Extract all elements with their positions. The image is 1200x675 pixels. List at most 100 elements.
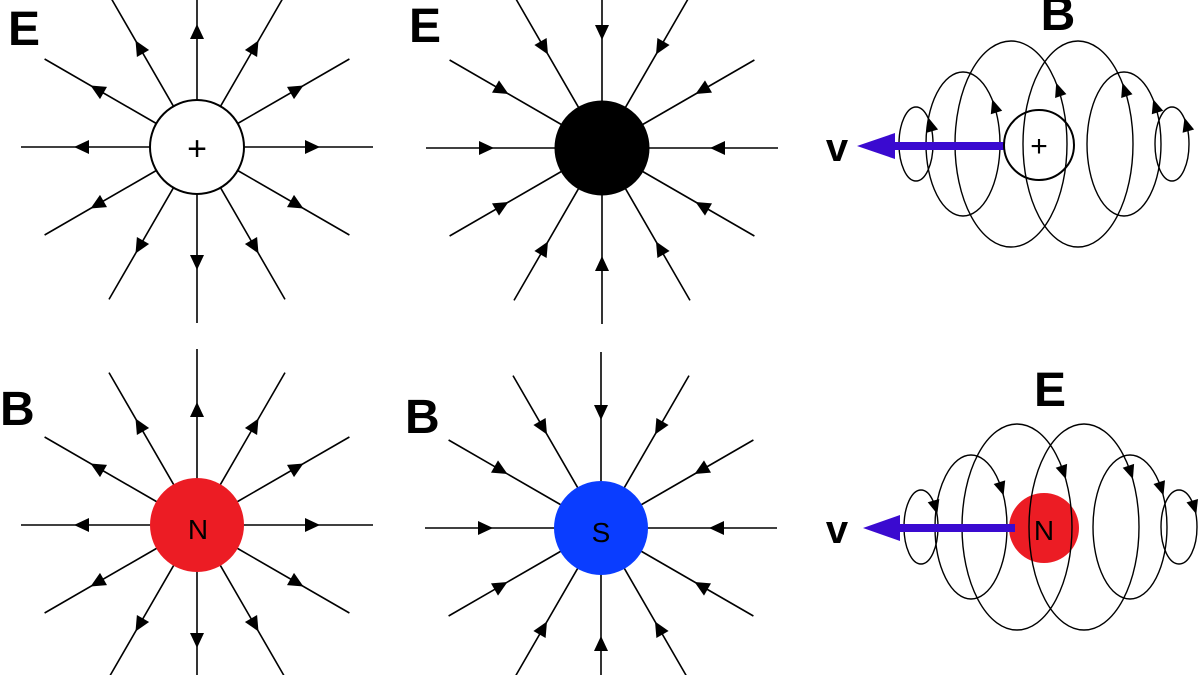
- field-arrow-icon: [135, 40, 150, 57]
- field-loop: [1160, 489, 1198, 565]
- field-loop: [1022, 40, 1134, 248]
- field-loop: [1154, 106, 1190, 182]
- field-loop: [1086, 71, 1162, 217]
- velocity-arrow: [857, 133, 1004, 159]
- field-arrow-icon: [90, 85, 107, 100]
- field-arrow-icon: [478, 521, 493, 535]
- velocity-shaft: [894, 142, 1004, 150]
- field-arrow-icon: [287, 194, 304, 209]
- positive-charge: [149, 99, 245, 195]
- field-arrow-icon: [595, 256, 609, 271]
- field-arrow-icon: [305, 518, 320, 532]
- field-arrow-icon: [90, 194, 107, 209]
- field-lines: [426, 0, 778, 324]
- charge-symbol: +: [187, 130, 207, 168]
- monopole-symbol: N: [188, 514, 208, 545]
- field-lines: [21, 349, 373, 675]
- field-arrow-icon: [287, 85, 304, 100]
- field-arrow-icon: [244, 418, 259, 435]
- loop-arrow-icon: [1055, 463, 1068, 480]
- field-arrow-icon: [135, 418, 150, 435]
- field-arrow-icon: [74, 518, 89, 532]
- field-lines: [21, 0, 373, 323]
- field-arrow-icon: [244, 615, 259, 632]
- field-arrow-icon: [492, 80, 509, 94]
- field-label: E: [409, 0, 441, 53]
- field-arrow-icon: [656, 38, 670, 55]
- velocity-arrowhead-icon: [863, 515, 900, 541]
- moving-north-monopole: [1009, 493, 1079, 563]
- field-arrow-icon: [190, 402, 204, 417]
- field-arrow-icon: [244, 237, 259, 254]
- panel-positive-charge-static: + E: [8, 0, 373, 323]
- loop-arrow-icon: [1182, 117, 1195, 133]
- field-arrow-icon: [479, 141, 494, 155]
- field-loop: [1092, 454, 1168, 600]
- field-arrow-icon: [135, 615, 150, 632]
- velocity-arrowhead-icon: [857, 133, 895, 159]
- field-arrow-icon: [595, 25, 609, 40]
- field-arrow-icon: [90, 463, 107, 478]
- negative-charge: [554, 100, 650, 196]
- field-arrow-icon: [74, 140, 89, 154]
- velocity-label: v: [826, 508, 849, 552]
- field-label: B: [405, 391, 440, 444]
- field-arrow-icon: [287, 572, 304, 587]
- field-arrow-icon: [533, 418, 547, 435]
- north-monopole: [150, 478, 244, 572]
- field-arrow-icon: [709, 521, 724, 535]
- field-lines: [425, 352, 777, 675]
- loop-arrow-icon: [1153, 480, 1165, 496]
- panel-south-monopole-static: S B: [405, 352, 777, 675]
- panel-positive-charge-moving: B + v: [826, 0, 1195, 248]
- loop-arrow-icon: [1055, 82, 1067, 98]
- field-loop: [1028, 423, 1140, 631]
- loop-arrow-icon: [1151, 99, 1164, 115]
- field-arrow-icon: [533, 621, 547, 638]
- field-line: [623, 567, 687, 675]
- field-label: E: [1034, 364, 1066, 417]
- field-label: B: [0, 383, 35, 436]
- panel-negative-charge-static: − E: [409, 0, 778, 324]
- field-arrow-icon: [492, 202, 509, 216]
- field-arrow-icon: [694, 582, 711, 596]
- field-arrow-icon: [305, 140, 320, 154]
- loop-arrow-icon: [990, 99, 1003, 115]
- field-label: B: [1041, 0, 1076, 41]
- field-arrow-icon: [190, 633, 204, 648]
- field-arrow-icon: [135, 237, 150, 254]
- loop-arrow-icon: [1122, 463, 1135, 480]
- field-arrow-icon: [594, 405, 608, 420]
- field-arrow-icon: [655, 621, 669, 638]
- field-arrow-icon: [594, 636, 608, 651]
- field-arrow-icon: [695, 202, 712, 216]
- field-arrow-icon: [534, 241, 548, 258]
- charge-symbol: −: [595, 134, 613, 167]
- field-arrow-icon: [190, 24, 204, 39]
- velocity-arrow: [863, 515, 1015, 541]
- field-arrow-icon: [710, 141, 725, 155]
- field-arrow-icon: [190, 255, 204, 270]
- field-arrow-icon: [695, 80, 712, 94]
- field-arrow-icon: [491, 460, 508, 474]
- field-line: [515, 567, 579, 675]
- field-arrow-icon: [694, 460, 711, 474]
- charge-symbol: +: [1030, 130, 1048, 163]
- loop-arrow-icon: [993, 480, 1006, 496]
- loop-arrow-icon: [1121, 82, 1133, 98]
- field-label: E: [8, 3, 40, 56]
- field-arrow-icon: [655, 418, 669, 435]
- monopole-symbol: N: [1034, 515, 1054, 546]
- velocity-shaft: [899, 524, 1015, 532]
- field-arrow-icon: [287, 463, 304, 478]
- loop-arrow-icon: [1186, 499, 1198, 515]
- field-arrow-icon: [534, 38, 548, 55]
- field-arrow-icon: [244, 40, 259, 57]
- panel-north-monopole-static: N B: [0, 349, 373, 675]
- velocity-label: v: [826, 126, 849, 170]
- field-arrow-icon: [90, 572, 107, 587]
- monopole-symbol: S: [592, 517, 611, 548]
- field-line: [515, 0, 580, 109]
- field-line: [624, 0, 689, 109]
